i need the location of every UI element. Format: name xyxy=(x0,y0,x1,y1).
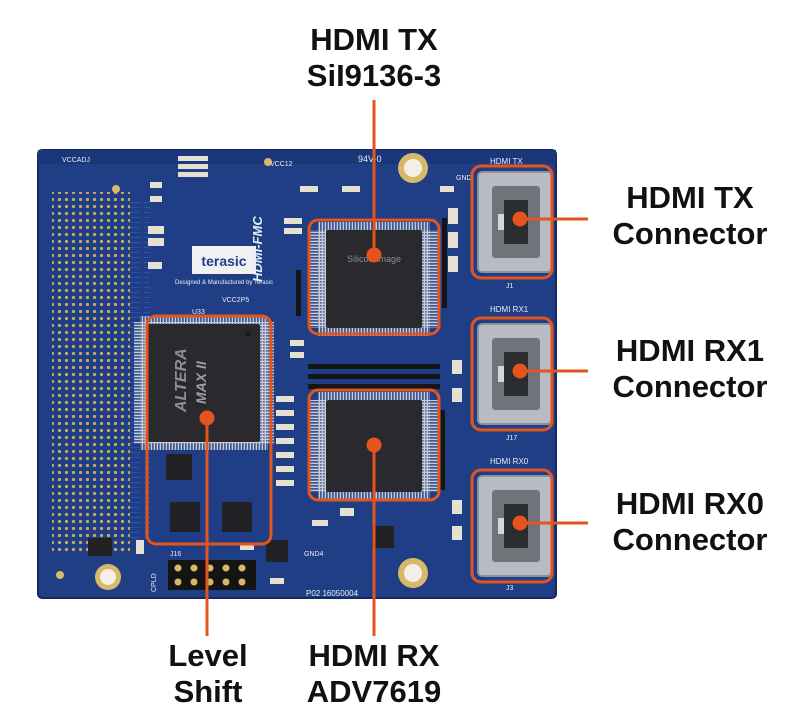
leader-dot xyxy=(512,363,528,379)
label-line: HDMI RX1 xyxy=(615,333,765,368)
label-level-shift: Level Shift xyxy=(148,638,268,710)
terasic-logo: terasic xyxy=(201,253,246,269)
j3-silk: J3 xyxy=(506,585,514,592)
terasic-logo-box xyxy=(192,246,256,274)
j17-silk: J17 xyxy=(506,435,517,442)
rx0-port-silk: HDMI RX0 xyxy=(490,457,529,466)
cpld-family-marking: MAX II xyxy=(193,360,209,404)
label-hdmi-rx0-connector: HDMI RX0 Connector xyxy=(590,486,790,558)
j1-silk: J1 xyxy=(506,283,514,290)
gnd4-silk: GND4 xyxy=(304,551,324,558)
label-hdmi-tx-connector: HDMI TX Connector xyxy=(590,180,790,252)
vcc2p5-silk: VCC2P5 xyxy=(222,297,249,304)
callout-box-level-shift xyxy=(145,314,273,546)
label-line: HDMI RX xyxy=(308,638,440,673)
vcc12-silk: VCC12 xyxy=(270,161,293,168)
j16-silk: J16 xyxy=(170,551,181,558)
vccadj-silk: VCCADJ xyxy=(62,157,90,164)
label-line: HDMI TX xyxy=(310,22,438,57)
callout-box-rx1-connector xyxy=(470,316,554,432)
j16-header xyxy=(168,560,256,590)
label-line: Shift xyxy=(173,674,243,709)
cpld-chip xyxy=(134,316,274,450)
leader-dot xyxy=(512,211,528,227)
label-line: SiI9136-3 xyxy=(306,58,442,93)
leader-dot xyxy=(199,410,215,426)
callout-box-rx0-connector xyxy=(470,468,554,584)
tx-port-silk: HDMI TX xyxy=(490,157,523,166)
label-line: Connector xyxy=(612,369,768,404)
label-line: ADV7619 xyxy=(306,674,442,709)
fmc-pin-field xyxy=(52,192,130,552)
u33-silk: U33 xyxy=(192,309,205,316)
callout-box-tx-connector xyxy=(470,164,554,280)
leader-dot xyxy=(512,515,528,531)
leader-dot xyxy=(366,247,382,263)
gnd-silk: GND xyxy=(456,175,472,182)
label-line: Connector xyxy=(612,522,768,557)
cpld-silk: CPLD xyxy=(151,573,158,592)
board-name: HDMI-FMC xyxy=(250,216,265,282)
cpld-brand-marking: ALTERA xyxy=(173,348,190,413)
label-line: HDMI TX xyxy=(626,180,754,215)
rx1-port-silk: HDMI RX1 xyxy=(490,305,529,314)
label-line: Connector xyxy=(612,216,768,251)
leader-dot xyxy=(366,437,382,453)
label-hdmi-tx-chip: HDMI TX SiI9136-3 xyxy=(284,22,464,94)
label-hdmi-rx-chip: HDMI RX ADV7619 xyxy=(284,638,464,710)
label-hdmi-rx1-connector: HDMI RX1 Connector xyxy=(590,333,790,405)
rating-silk: 94V-0 xyxy=(358,154,382,164)
label-line: Level xyxy=(168,638,248,673)
pcb-code-silk: P02 16050004 xyxy=(306,589,359,598)
label-line: HDMI RX0 xyxy=(615,486,765,521)
small-ic-group xyxy=(88,454,394,562)
terasic-tagline: Designed & Manufactured by Terasic xyxy=(175,280,273,286)
